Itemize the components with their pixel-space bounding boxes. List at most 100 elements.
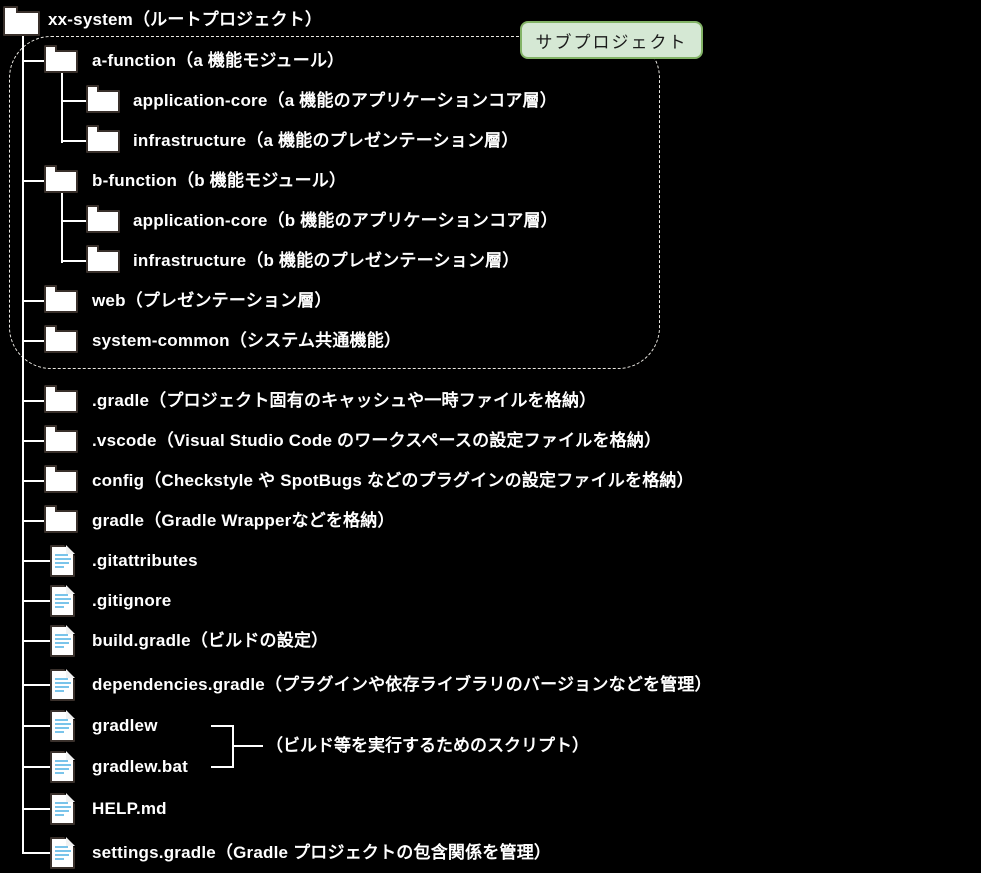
tree-connector-line: [22, 600, 52, 602]
file-text-line: [55, 858, 64, 860]
tree-item-label: .gitattributes: [92, 551, 198, 570]
subproject-group-outline: [9, 36, 660, 369]
file-text-line: [55, 806, 71, 808]
file-fold-icon: [66, 837, 75, 846]
tree-trunk-line: [22, 33, 24, 854]
folder-icon: [86, 125, 120, 153]
tree-item-label: application-core（b 機能のアプリケーションコア層）: [133, 211, 558, 230]
tree-connector-line: [22, 300, 47, 302]
tree-connector-line: [22, 480, 47, 482]
tree-connector-line: [61, 220, 88, 222]
file-text-line: [55, 678, 68, 680]
tree-connector-line: [22, 440, 47, 442]
file-text-line: [55, 562, 69, 564]
tree-item-label: b-function（b 機能モジュール）: [92, 171, 347, 190]
tree-connector-line: [61, 100, 88, 102]
file-fold-icon: [66, 793, 75, 802]
file-text-line: [55, 594, 68, 596]
file-icon: [50, 751, 75, 783]
file-fold-icon: [66, 625, 75, 634]
file-fold-icon: [66, 585, 75, 594]
file-text-line: [55, 634, 68, 636]
folder-icon: [44, 385, 78, 413]
folder-icon: [44, 465, 78, 493]
file-text-line: [55, 606, 64, 608]
file-text-line: [55, 638, 71, 640]
file-text-line: [55, 598, 71, 600]
file-text-line: [55, 686, 69, 688]
tree-item-label: gradlew.bat: [92, 757, 189, 776]
tree-connector-line: [61, 140, 88, 142]
tree-item-label: infrastructure（a 機能のプレゼンテーション層）: [133, 131, 519, 150]
tree-connector-line: [22, 684, 52, 686]
file-icon: [50, 669, 75, 701]
folder-icon: [86, 85, 120, 113]
tree-item-label: settings.gradle（Gradle プロジェクトの包含関係を管理）: [92, 843, 552, 862]
file-text-line: [55, 719, 68, 721]
file-text-line: [55, 642, 69, 644]
file-icon: [50, 585, 75, 617]
tree-item-label: xx-system（ルートプロジェクト）: [48, 10, 323, 29]
file-text-line: [55, 554, 68, 556]
folder-icon: [44, 325, 78, 353]
folder-icon: [44, 425, 78, 453]
gradlew-bracket-line: [211, 766, 234, 768]
gradlew-bracket-line: [232, 745, 263, 747]
tree-item-label: gradle（Gradle Wrapperなどを格納）: [92, 511, 395, 530]
file-text-line: [55, 558, 71, 560]
folder-icon: [86, 245, 120, 273]
tree-item-label: build.gradle（ビルドの設定）: [92, 631, 329, 650]
file-text-line: [55, 727, 69, 729]
tree-item-label: web（プレゼンテーション層）: [92, 291, 332, 310]
file-text-line: [55, 602, 69, 604]
file-icon: [50, 625, 75, 657]
file-text-line: [55, 731, 64, 733]
tree-item-label: system-common（システム共通機能）: [92, 331, 402, 350]
file-text-line: [55, 846, 68, 848]
tree-connector-line: [22, 640, 52, 642]
file-text-line: [55, 682, 71, 684]
file-fold-icon: [66, 545, 75, 554]
gradlew-bracket-line: [211, 725, 234, 727]
file-text-line: [55, 814, 64, 816]
file-text-line: [55, 690, 64, 692]
tree-item-label: config（Checkstyle や SpotBugs などのプラグインの設定…: [92, 471, 694, 490]
tree-connector-line: [22, 180, 47, 182]
file-text-line: [55, 854, 69, 856]
folder-icon: [3, 6, 40, 36]
tree-item-label: a-function（a 機能モジュール）: [92, 51, 345, 70]
file-fold-icon: [66, 669, 75, 678]
tree-connector-line: [61, 260, 88, 262]
tree-connector-line: [22, 766, 52, 768]
tree-trunk-line: [61, 193, 63, 263]
file-text-line: [55, 772, 64, 774]
file-text-line: [55, 723, 71, 725]
folder-icon: [44, 285, 78, 313]
file-text-line: [55, 802, 68, 804]
file-icon: [50, 837, 75, 869]
tree-trunk-line: [61, 73, 63, 143]
file-fold-icon: [66, 710, 75, 719]
folder-icon: [44, 165, 78, 193]
tree-item-label: application-core（a 機能のアプリケーションコア層）: [133, 91, 557, 110]
gradlew-bracket-note: （ビルド等を実行するためのスクリプト）: [266, 736, 589, 755]
tree-item-label: .gitignore: [92, 591, 172, 610]
file-icon: [50, 793, 75, 825]
folder-icon: [86, 205, 120, 233]
tree-connector-line: [22, 725, 52, 727]
tree-connector-line: [22, 400, 47, 402]
file-text-line: [55, 810, 69, 812]
tree-connector-line: [22, 340, 47, 342]
tree-item-label: .vscode（Visual Studio Code のワークスペースの設定ファ…: [92, 431, 662, 450]
folder-icon: [44, 45, 78, 73]
file-text-line: [55, 566, 64, 568]
file-icon: [50, 710, 75, 742]
tree-item-label: .gradle（プロジェクト固有のキャッシュや一時ファイルを格納）: [92, 391, 597, 410]
file-text-line: [55, 760, 68, 762]
file-text-line: [55, 850, 71, 852]
tree-item-label: gradlew: [92, 716, 158, 735]
tree-connector-line: [22, 808, 52, 810]
tree-item-label: infrastructure（b 機能のプレゼンテーション層）: [133, 251, 520, 270]
tree-connector-line: [22, 560, 52, 562]
